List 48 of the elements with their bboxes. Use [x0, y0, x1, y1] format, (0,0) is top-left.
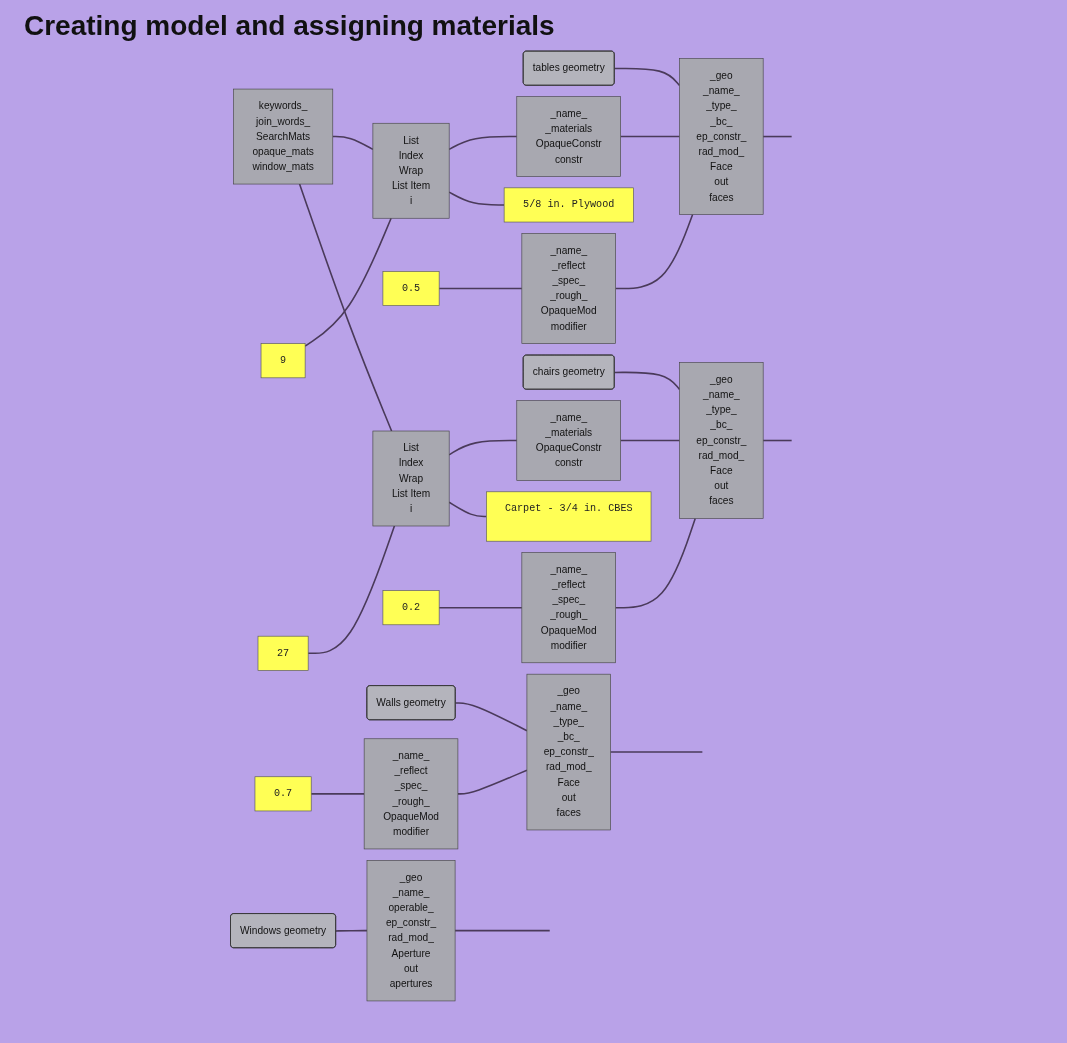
component-box: _name_ _reflect _spec_ _rough_ OpaqueMod modifier — [521, 233, 616, 344]
geometry-parameter: chairs geometry — [522, 354, 615, 390]
component-box: _name_ _materials OpaqueConstr constr — [516, 96, 621, 177]
component-box: _name_ _reflect _spec_ _rough_ OpaqueMod modifier — [521, 552, 616, 664]
wire — [448, 439, 518, 456]
wire — [457, 769, 528, 795]
wire — [448, 135, 518, 151]
component-box: _geo _name_ _type_ _bc_ ep_constr_ rad_mod_ Face out faces — [679, 58, 764, 215]
wire — [454, 702, 528, 732]
number-panel: 27 — [257, 635, 309, 671]
text-panel: 5/8 in. Plywood — [503, 187, 634, 223]
wire — [762, 439, 793, 442]
wire — [448, 191, 505, 206]
component-box: List Index Wrap List Item i — [372, 122, 450, 219]
geometry-parameter: Windows geometry — [230, 913, 336, 949]
wire — [438, 287, 523, 290]
wire — [438, 606, 523, 609]
wire — [614, 517, 696, 609]
component-box: List Index Wrap List Item i — [372, 430, 450, 527]
number-panel: 0.2 — [382, 590, 440, 626]
wire — [310, 793, 365, 795]
wire — [298, 183, 393, 432]
wire — [307, 525, 396, 655]
geometry-parameter: tables geometry — [522, 50, 615, 86]
wire — [335, 929, 368, 932]
wire — [762, 135, 793, 138]
wire — [613, 67, 681, 87]
wire — [448, 501, 488, 518]
wire — [454, 929, 551, 932]
wire — [619, 135, 681, 138]
wire — [614, 213, 694, 290]
wire — [304, 217, 392, 347]
component-box: keywords_ join_words_ SearchMats opaque_mats window_mats — [233, 88, 333, 185]
wire — [609, 751, 704, 753]
wire — [613, 371, 681, 391]
component-box: _geo _name_ _type_ _bc_ ep_constr_ rad_mod_ Face out faces — [526, 673, 611, 831]
wire — [331, 135, 374, 151]
component-box: _name_ _materials OpaqueConstr constr — [516, 400, 621, 481]
geometry-parameter: Walls geometry — [366, 685, 456, 721]
text-panel: Carpet - 3/4 in. CBES — [486, 491, 652, 542]
number-panel: 0.5 — [382, 271, 440, 306]
component-box: _name_ _reflect _spec_ _rough_ OpaqueMod modifier — [363, 738, 459, 850]
diagram-title: Creating model and assigning materials — [24, 10, 555, 42]
component-box: _geo _name_ _type_ _bc_ ep_constr_ rad_mod_ Face out faces — [679, 362, 764, 519]
wire — [619, 439, 681, 442]
number-panel: 0.7 — [254, 776, 312, 812]
number-panel: 9 — [260, 343, 306, 379]
component-box: _geo _name_ operable_ ep_constr_ rad_mod_ Aperture out apertures — [366, 860, 456, 1002]
